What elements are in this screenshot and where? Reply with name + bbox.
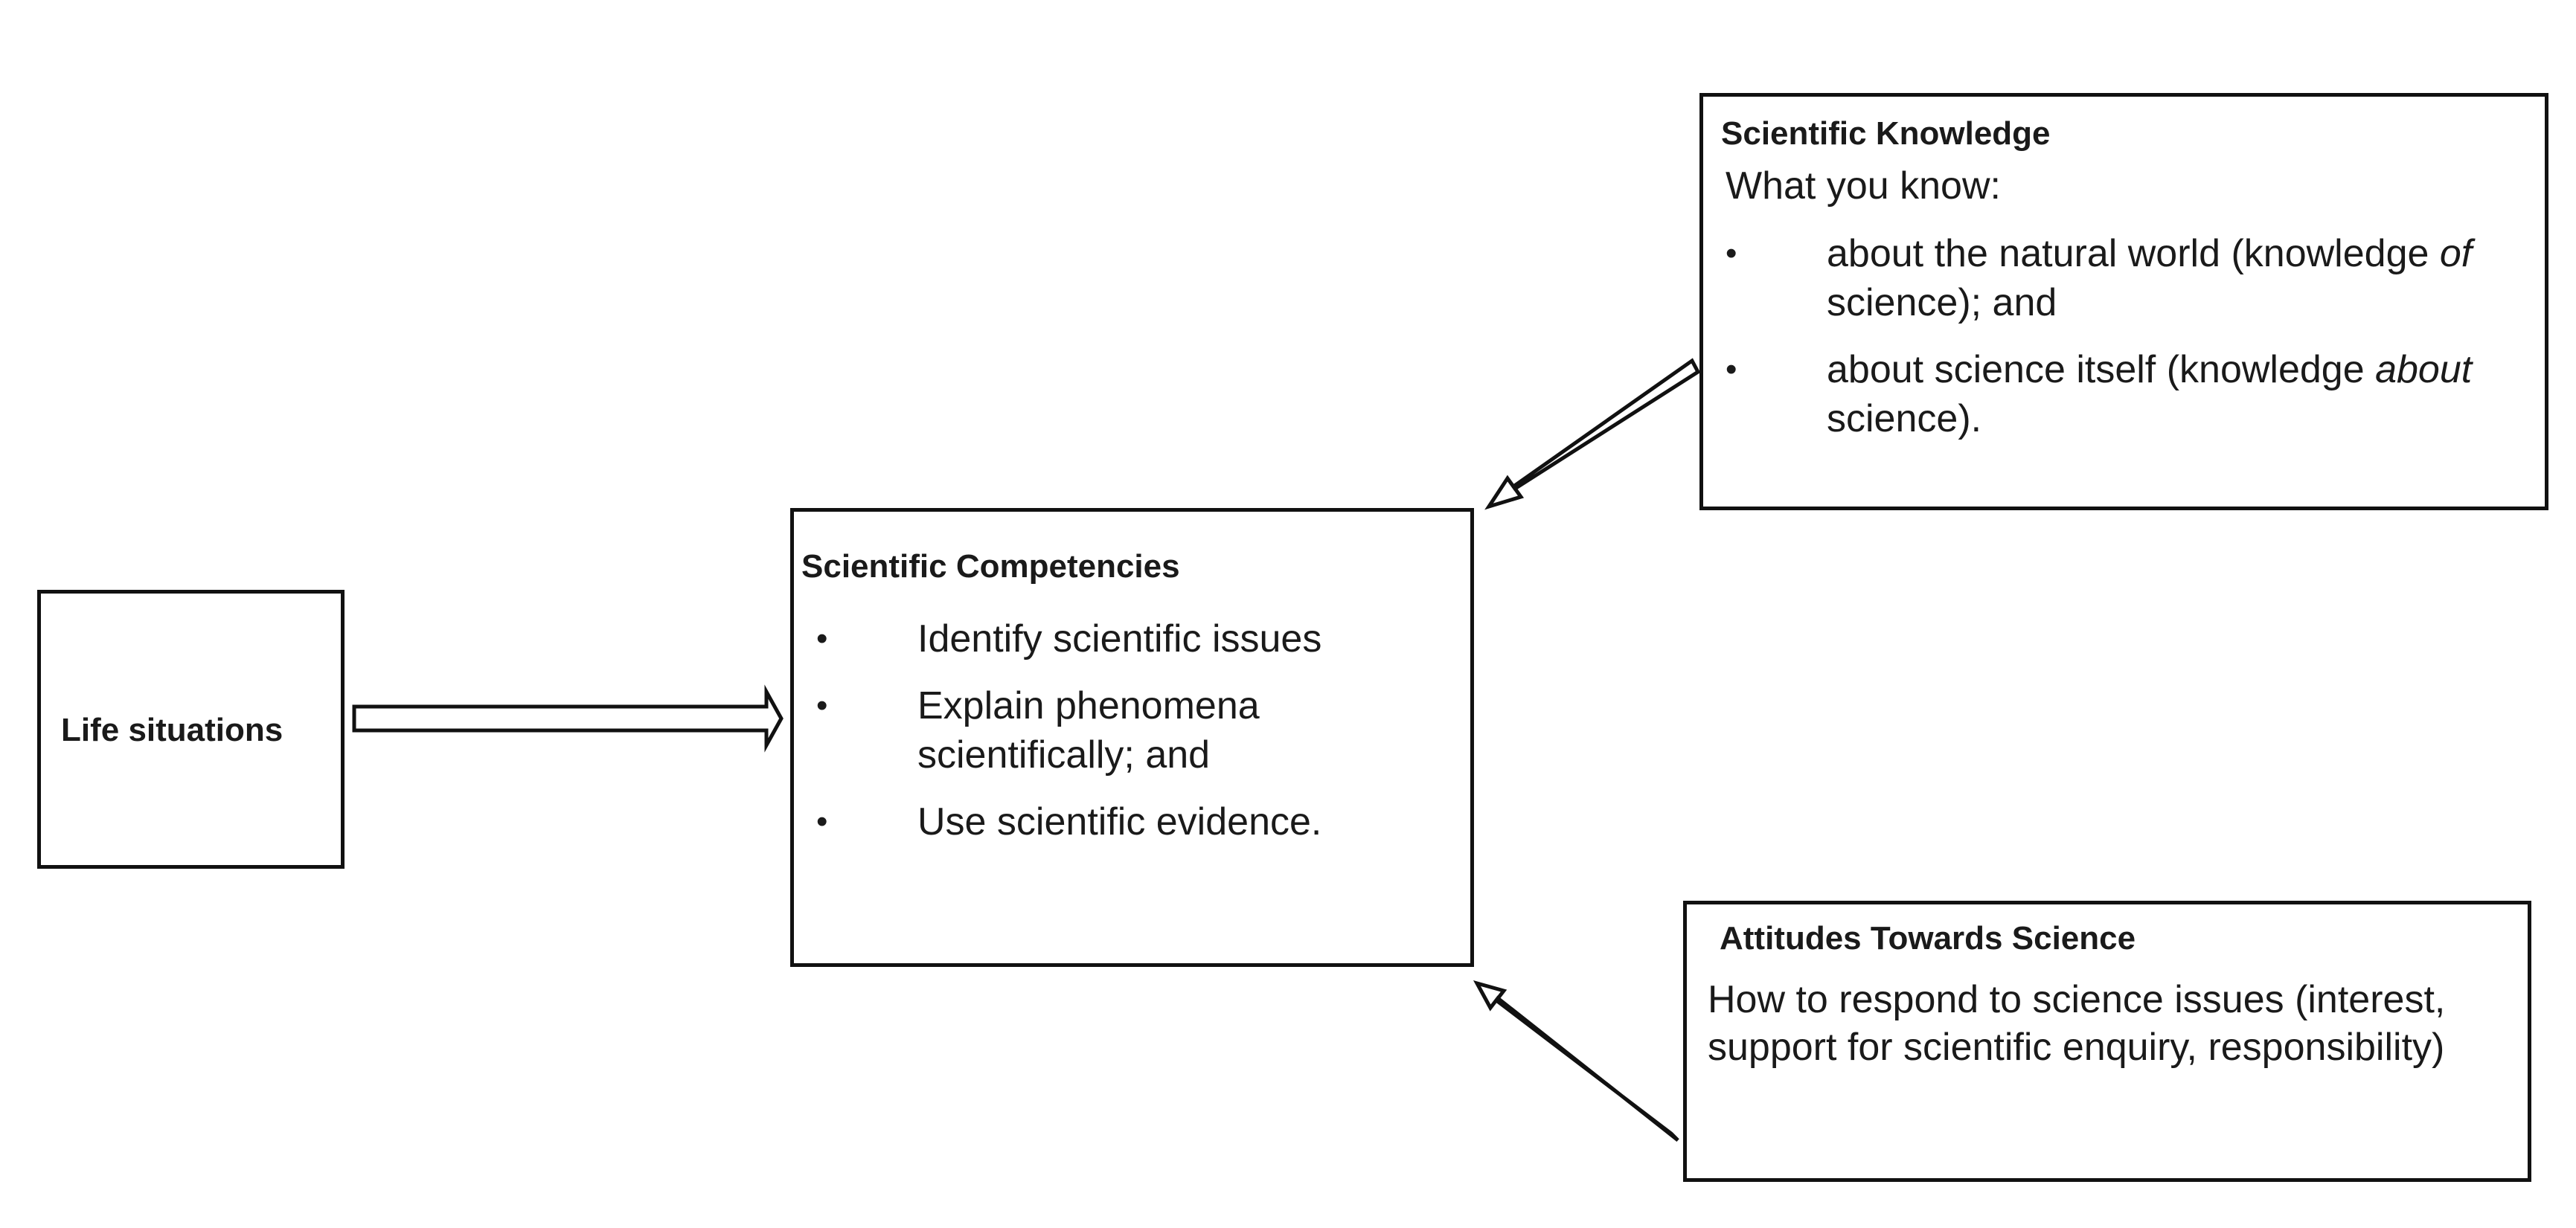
competency-item: • Use scientific evidence. bbox=[816, 797, 1441, 846]
knowledge-text-pre: about science itself (knowledge bbox=[1827, 348, 2376, 391]
competencies-title: Scientific Competencies bbox=[801, 548, 1180, 585]
knowledge-item: • about science itself (knowledge about … bbox=[1726, 345, 2529, 443]
knowledge-text-post: science). bbox=[1827, 397, 1982, 440]
bullet-icon: • bbox=[816, 803, 828, 840]
attitudes-text: How to respond to science issues (intere… bbox=[1708, 978, 2446, 1069]
arrow-knowledge-to-competencies bbox=[1484, 358, 1701, 510]
knowledge-text-post: science); and bbox=[1827, 281, 2057, 324]
knowledge-text-emphasis: of bbox=[2439, 232, 2473, 275]
competency-text: Identify scientific issues bbox=[917, 617, 1322, 660]
competency-text: Use scientific evidence. bbox=[917, 800, 1322, 843]
arrow-life-to-competencies bbox=[352, 684, 784, 753]
arrow-attitudes-to-competencies bbox=[1473, 980, 1679, 1142]
knowledge-title: Scientific Knowledge bbox=[1721, 115, 2051, 152]
scientific-knowledge-box: Scientific Knowledge What you know: • ab… bbox=[1699, 93, 2548, 510]
competency-item: • Identify scientific issues bbox=[816, 614, 1441, 663]
scientific-competencies-box: Scientific Competencies • Identify scien… bbox=[790, 508, 1474, 967]
life-situations-title: Life situations bbox=[61, 712, 283, 748]
bullet-icon: • bbox=[816, 687, 828, 724]
competency-item: • Explain phenomena scientifically; and bbox=[816, 681, 1441, 779]
knowledge-text-emphasis: about bbox=[2375, 348, 2473, 391]
knowledge-lead: What you know: bbox=[1726, 164, 2001, 208]
life-situations-box: Life situations bbox=[37, 590, 345, 869]
knowledge-list: • about the natural world (knowledge of … bbox=[1726, 229, 2529, 461]
competencies-list: • Identify scientific issues • Explain p… bbox=[816, 614, 1441, 864]
bullet-icon: • bbox=[816, 620, 828, 657]
attitudes-title: Attitudes Towards Science bbox=[1720, 920, 2136, 957]
bullet-icon: • bbox=[1726, 351, 1737, 388]
bullet-icon: • bbox=[1726, 235, 1737, 271]
knowledge-text-pre: about the natural world (knowledge bbox=[1827, 232, 2440, 275]
competency-text: Explain phenomena scientifically; and bbox=[917, 684, 1260, 777]
attitudes-box: Attitudes Towards Science How to respond… bbox=[1683, 901, 2531, 1182]
knowledge-item: • about the natural world (knowledge of … bbox=[1726, 229, 2529, 327]
